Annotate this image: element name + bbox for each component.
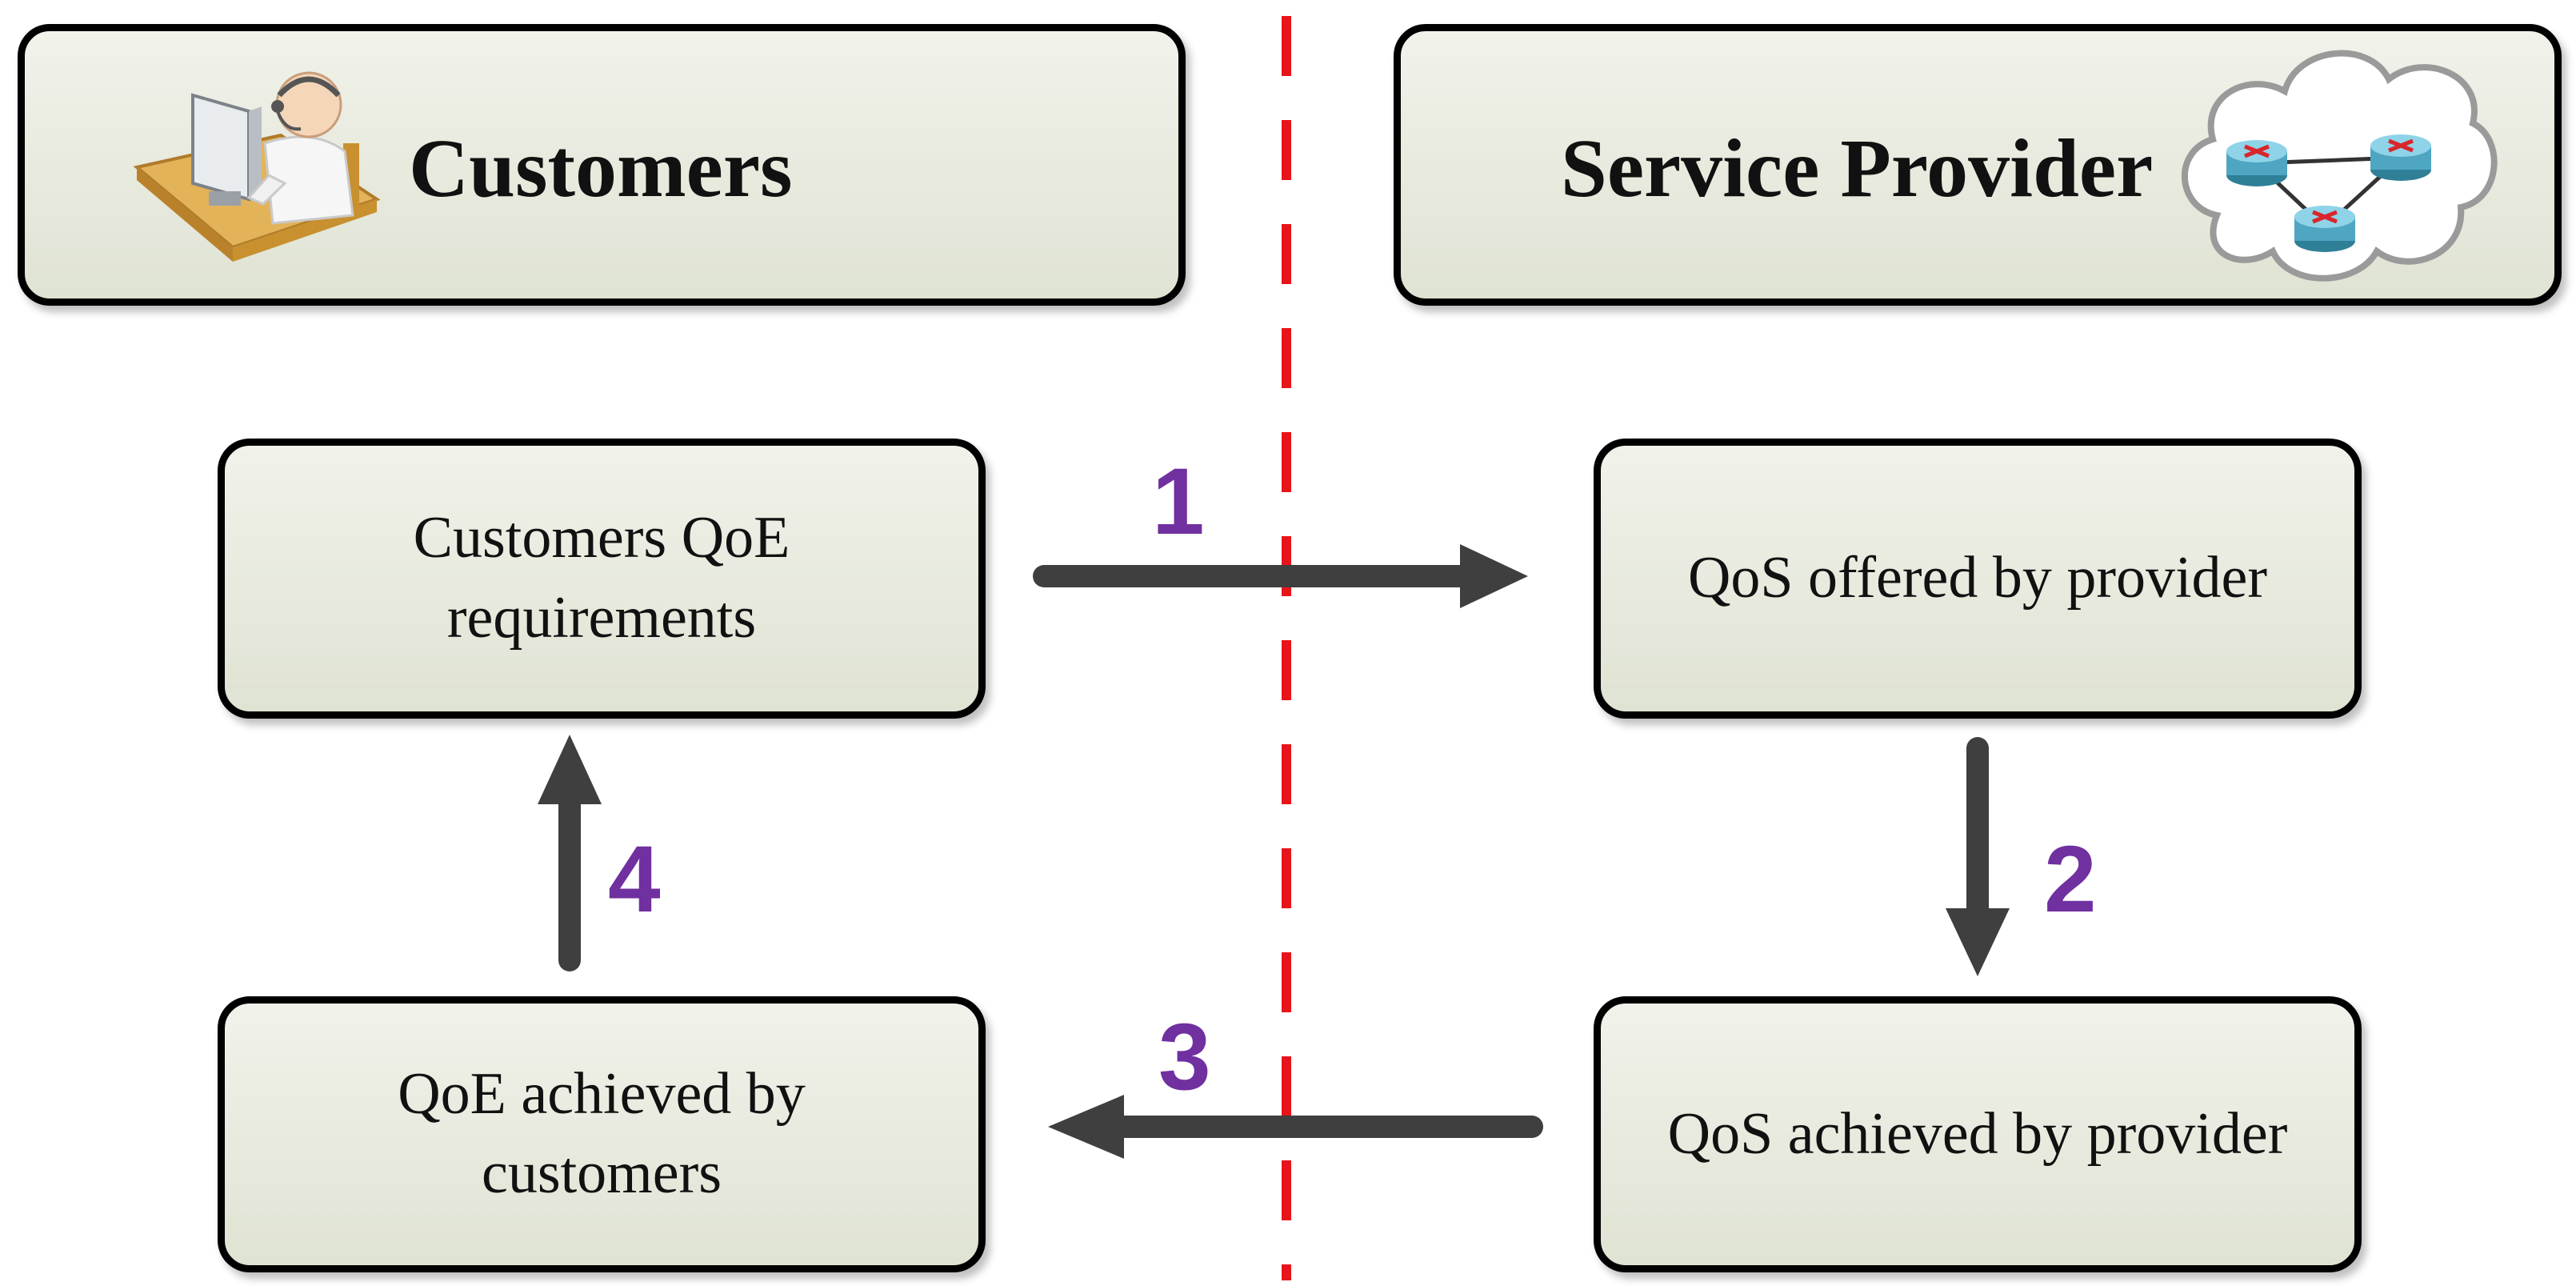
- provider-header-panel: Service Provider: [1394, 24, 2562, 306]
- qoe-requirements-label: Customers QoE requirements: [413, 505, 790, 651]
- qos-offered-label: QoS offered by provider: [1687, 545, 2268, 611]
- arrow-4: [538, 735, 602, 972]
- customers-header-panel: Customers: [18, 24, 1186, 306]
- arrow-1: [1033, 544, 1528, 608]
- qos-achieved-label: QoS achieved by provider: [1667, 1100, 2288, 1167]
- arrow-2: [1946, 737, 2010, 976]
- qos-achieved-box: QoS achieved by provider: [1594, 996, 2362, 1272]
- arrow-3: [1048, 1095, 1543, 1159]
- customers-title: Customers: [409, 122, 793, 214]
- step-number-2: 2: [2044, 827, 2097, 932]
- qoe-achieved-box: QoE achieved by customers: [218, 996, 986, 1272]
- step-number-3: 3: [1158, 1004, 1211, 1110]
- router-cloud-icon: [2182, 50, 2498, 282]
- qos-offered-box: QoS offered by provider: [1594, 439, 2362, 719]
- qoe-achieved-label: QoE achieved by customers: [398, 1060, 806, 1207]
- provider-title: Service Provider: [1561, 122, 2154, 214]
- customer-agent-icon: [133, 71, 381, 262]
- qoe-requirements-box: Customers QoE requirements: [218, 439, 986, 719]
- step-number-4: 4: [608, 827, 661, 932]
- step-number-1: 1: [1152, 449, 1205, 555]
